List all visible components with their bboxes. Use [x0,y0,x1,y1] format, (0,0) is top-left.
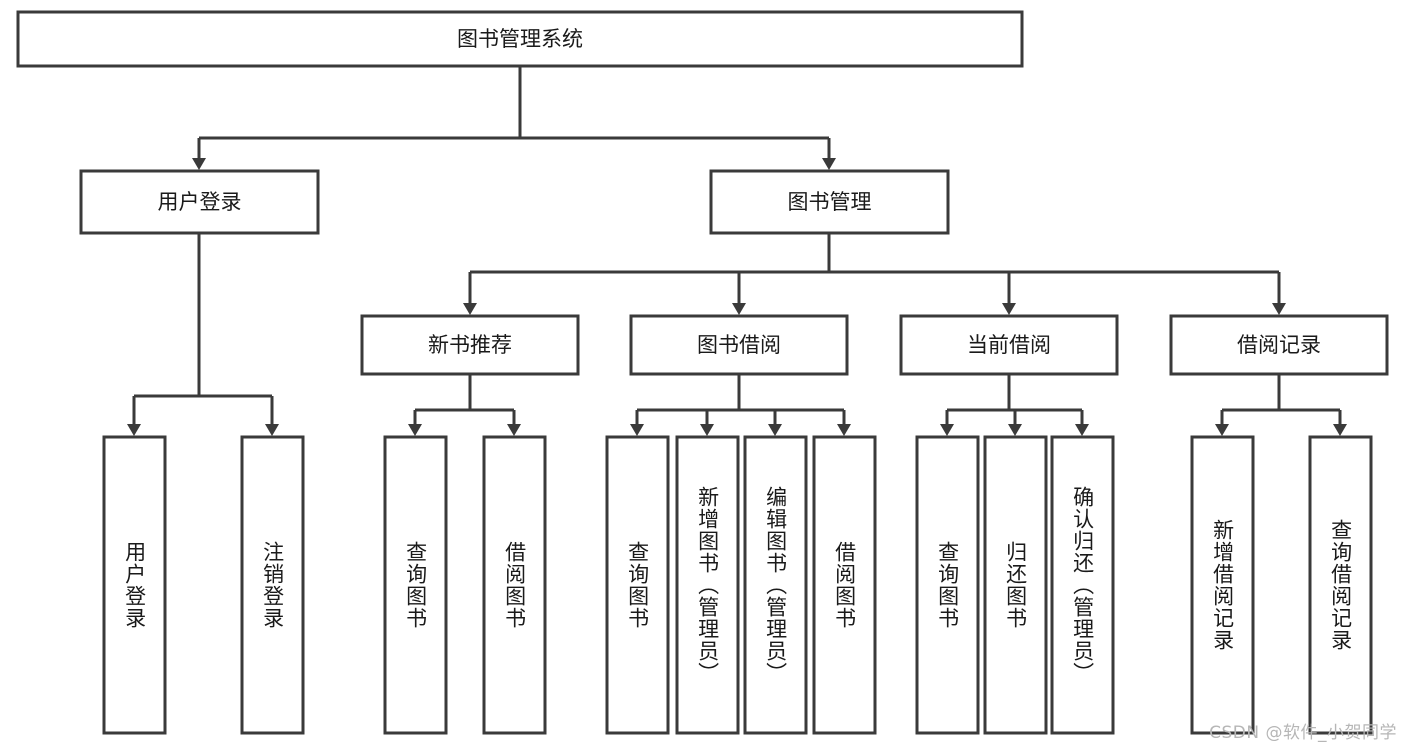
connector-book-management-to-level3 [463,233,1286,315]
node-box-leaf-query-book-borrow[interactable] [605,435,670,735]
connector-new-book-recommend-to-leaves [408,374,521,436]
node-box-leaf-query-book-current[interactable] [915,435,980,735]
node-box-leaf-borrow-book-recommend[interactable] [482,435,547,735]
node-box-user-login[interactable] [79,169,320,235]
connector-root-to-level2 [192,66,836,170]
node-box-leaf-query-book-recommend[interactable] [383,435,448,735]
node-box-leaf-return-book[interactable] [983,435,1048,735]
node-label-current-borrow: 当前借阅 [967,333,1051,357]
connectors-layer [127,66,1347,436]
node-box-leaf-add-book-admin[interactable] [675,435,740,735]
watermark-text: CSDN @软件_小贺同学 [1209,723,1397,743]
node-box-leaf-edit-book-admin[interactable] [743,435,808,735]
connector-book-borrow-to-leaves [630,374,851,436]
node-box-leaf-query-borrow-record[interactable] [1308,435,1373,735]
node-label-new-book-recommend: 新书推荐 [428,333,512,357]
node-label-root: 图书管理系统 [457,27,583,51]
connector-borrow-record-to-leaves [1215,374,1347,436]
node-box-leaf-user-login[interactable] [102,435,167,735]
node-box-leaf-borrow-book[interactable] [812,435,877,735]
node-box-borrow-record[interactable] [1169,314,1389,376]
connector-current-borrow-to-leaves [940,374,1089,436]
node-label-book-management: 图书管理 [788,190,872,214]
node-box-leaf-add-borrow-record[interactable] [1190,435,1255,735]
node-box-new-book-recommend[interactable] [360,314,580,376]
node-box-leaf-confirm-return-admin[interactable] [1050,435,1115,735]
node-label-borrow-record: 借阅记录 [1237,333,1321,357]
node-box-leaf-logout-login[interactable] [240,435,305,735]
boxes-layer [16,10,1389,735]
node-box-book-management[interactable] [709,169,950,235]
node-box-root[interactable] [16,10,1024,68]
node-box-book-borrow[interactable] [629,314,849,376]
node-label-user-login: 用户登录 [158,190,242,214]
connector-user-login-to-leaves [127,233,279,436]
node-label-book-borrow: 图书借阅 [697,333,781,357]
node-box-current-borrow[interactable] [899,314,1119,376]
